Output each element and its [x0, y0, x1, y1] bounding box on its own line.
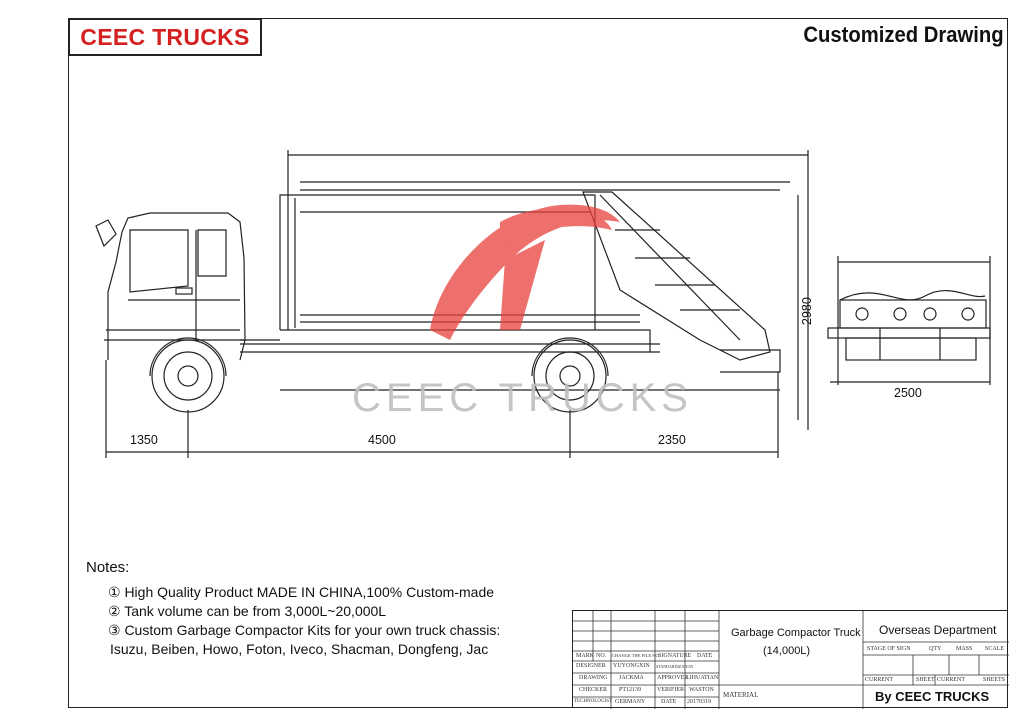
note-line-3: ③ Custom Garbage Compactor Kits for your…: [108, 622, 501, 638]
tb-checker: PT12139: [619, 687, 642, 693]
tb-mark: MARK: [576, 653, 595, 659]
tb-verifier-label: VERIFIER: [657, 687, 684, 693]
tb-date: 20170319: [687, 699, 711, 705]
tb-drawing: JACKMA: [619, 675, 644, 681]
tb-department: Overseas Department: [879, 623, 997, 637]
tb-product-line1: Garbage Compactor Truck: [731, 627, 861, 639]
tailgate: [582, 191, 771, 361]
tb-checker-label: CHECKER: [579, 687, 608, 693]
notes-section: Notes: ① High Quality Product MADE IN CH…: [86, 558, 500, 659]
tb-current-sheet: CURRENT: [865, 677, 894, 683]
truck-rear-view: [827, 256, 991, 385]
title-block: MARK NO. CHANGE THE FILE NO. SIGNATURE D…: [572, 610, 1009, 709]
tb-no: NO.: [596, 653, 607, 659]
tb-current-sheets: CURRENT: [937, 677, 966, 683]
tb-drawing-label: DRAWING: [579, 675, 608, 681]
tb-product-line2: (14,000L): [763, 645, 811, 657]
note-line-1: ① High Quality Product MADE IN CHINA,100…: [108, 584, 495, 600]
compactor-body: [279, 194, 596, 330]
dimension-wheelbase: 4500: [368, 433, 396, 447]
tb-sheet: SHEET: [916, 677, 935, 683]
tb-change-file: CHANGE THE FILE NO.: [612, 653, 660, 658]
watermark-text: CEEC TRUCKS: [352, 376, 693, 420]
tb-date-header: DATE: [697, 653, 713, 659]
tb-designer-label: DESIGNER: [576, 663, 606, 669]
dimension-width: 2500: [894, 386, 922, 400]
watermark-logo: [430, 204, 620, 340]
cab-window: [129, 229, 189, 293]
tb-mass: MASS: [956, 646, 973, 652]
front-wheel: [151, 339, 225, 413]
tb-verifier: WASTON: [689, 687, 714, 693]
tb-standardization: STANDARDIZATION: [656, 664, 694, 669]
tb-technologist: GERMANY: [615, 699, 646, 705]
tb-scale: SCALE: [985, 646, 1005, 652]
dimension-height: 2980: [800, 297, 814, 325]
notes-title: Notes:: [86, 559, 130, 576]
tb-qty: QTY: [929, 646, 942, 652]
dimension-rear-overhang: 2350: [658, 433, 686, 447]
cab-door-window: [197, 229, 227, 277]
tb-by: By CEEC TRUCKS: [875, 689, 990, 704]
note-line-4: Isuzu, Beiben, Howo, Foton, Iveco, Shacm…: [110, 641, 489, 657]
tb-stage-of-sign: STAGE OF SIGN: [867, 646, 911, 652]
tb-approver-label: APPROVER: [657, 675, 689, 681]
dimension-front-overhang: 1350: [130, 433, 158, 447]
truck-side-view: [95, 150, 809, 458]
tb-designer: YUYONGXIN: [613, 663, 650, 669]
brand-box: CEEC TRUCKS: [68, 18, 262, 56]
mirror: [95, 219, 117, 248]
tb-technologist-label: TECHNOLOGIST: [574, 699, 613, 704]
tb-approver: LIHUATIAN: [686, 675, 719, 681]
drawing-sheet-border: [68, 18, 1008, 708]
page-heading: Customized Drawing: [803, 22, 1004, 47]
tb-signature: SIGNATURE: [658, 653, 692, 659]
tb-date-label: DATE: [661, 699, 677, 705]
tb-material: MATERIAL: [723, 691, 759, 699]
title-block-grid: [573, 611, 1009, 709]
note-line-2: ② Tank volume can be from 3,000L~20,000L: [108, 603, 387, 619]
tb-sheets: SHEETS: [983, 677, 1006, 683]
cab-outline: [107, 212, 246, 361]
